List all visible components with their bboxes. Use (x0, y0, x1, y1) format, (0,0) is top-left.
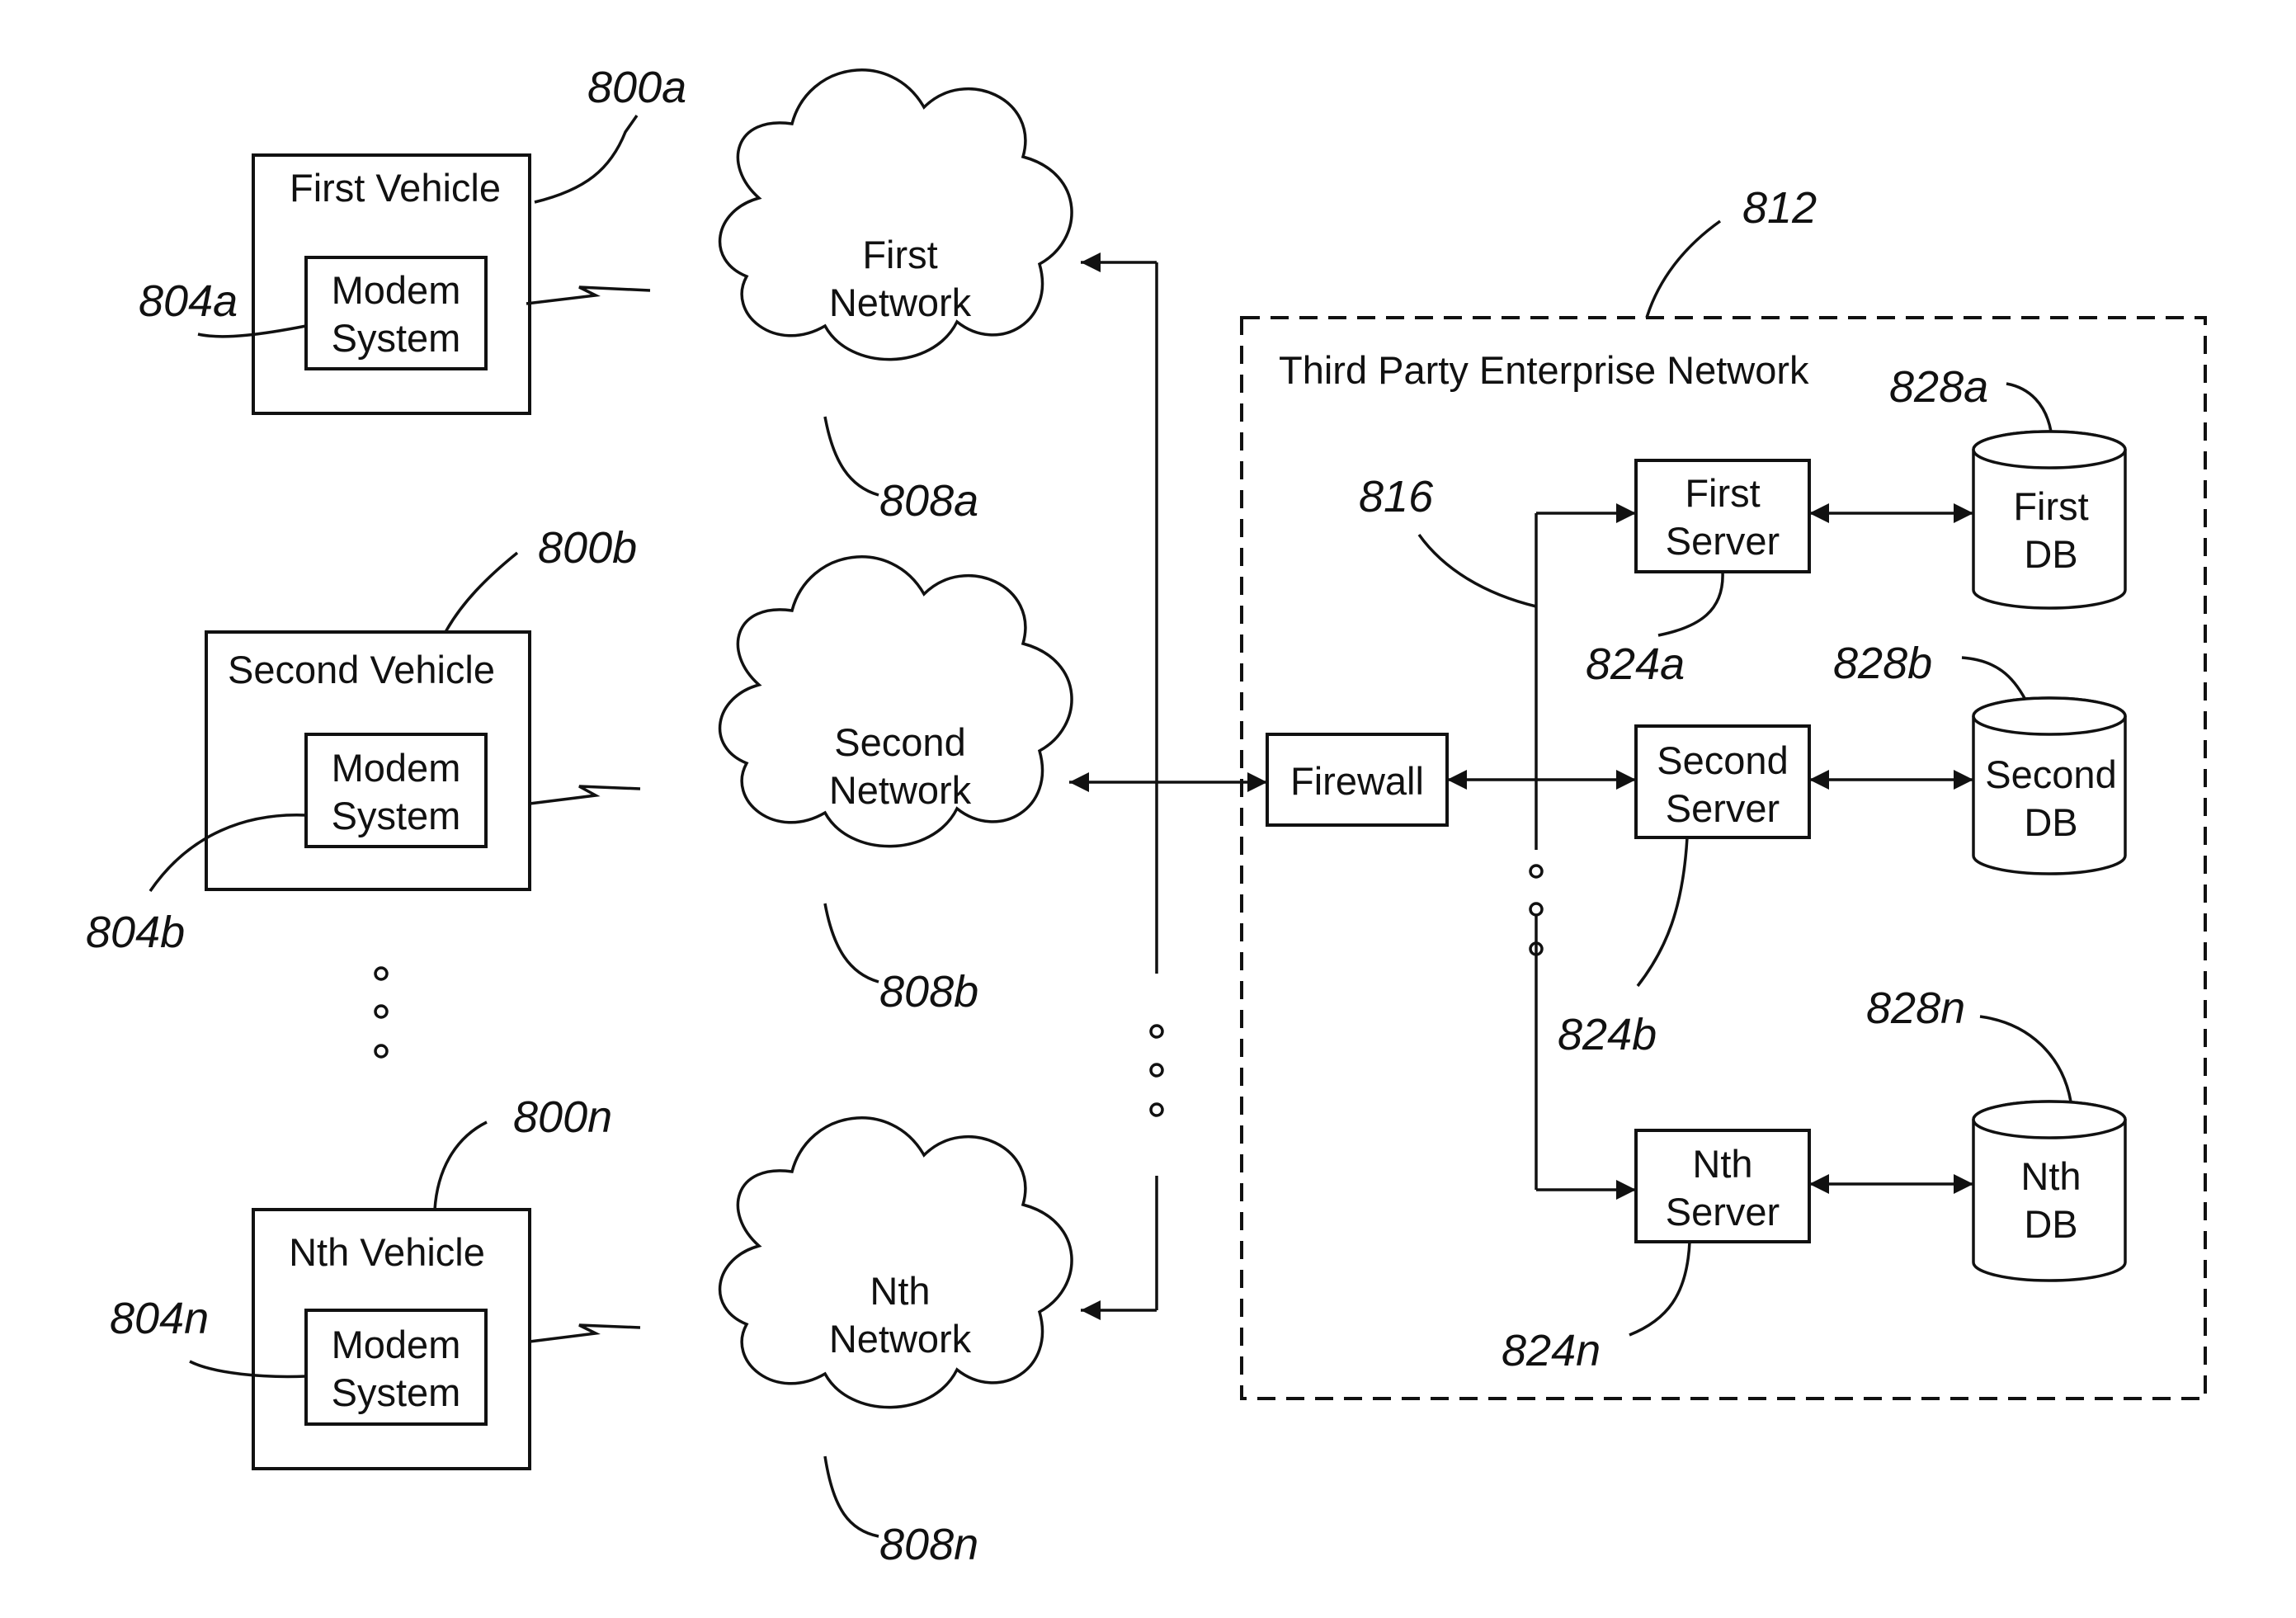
vehicle-second-label: Second Vehicle (228, 648, 495, 691)
server-first: First Server (1636, 460, 1809, 572)
ref-800a: 800a (587, 63, 686, 112)
ref-828n: 828n (1866, 984, 1965, 1033)
database-nth-line2: DB (2024, 1202, 2077, 1246)
modem-first-line2: System (332, 316, 461, 360)
network-nth-line2: Network (829, 1317, 972, 1361)
network-nth-line1: Nth (870, 1269, 930, 1313)
ref-828b: 828b (1833, 639, 1932, 688)
database-nth-line1: Nth (2020, 1154, 2081, 1198)
leader-824n (1629, 1242, 1690, 1335)
ref-824b: 824b (1558, 1010, 1657, 1059)
wireless-link-second (530, 786, 640, 804)
vehicle-second: Second Vehicle Modem System (206, 632, 640, 889)
ref-808a: 808a (879, 476, 978, 526)
network-second-line1: Second (834, 720, 965, 764)
database-first-line1: First (2013, 484, 2088, 528)
server-second-line2: Server (1666, 786, 1780, 830)
vehicle-nth-label: Nth Vehicle (289, 1230, 485, 1274)
leader-816 (1419, 535, 1536, 606)
network-second: Second Network (720, 557, 1072, 847)
ref-808b: 808b (879, 967, 978, 1017)
ref-816: 816 (1359, 472, 1434, 521)
server-nth-line2: Server (1666, 1190, 1780, 1234)
wireless-link-first (526, 287, 650, 304)
leader-800b (446, 553, 517, 632)
ref-800b: 800b (538, 523, 637, 573)
database-second-line2: DB (2024, 800, 2077, 844)
network-first-line1: First (862, 233, 937, 276)
leader-808a (825, 417, 879, 495)
leader-828a (2006, 384, 2051, 432)
database-second: Second DB (1973, 698, 2125, 874)
database-nth: Nth DB (1973, 1101, 2125, 1281)
vehicle-first-label: First Vehicle (290, 166, 501, 210)
server-first-line1: First (1685, 471, 1760, 515)
ref-800n: 800n (513, 1092, 612, 1142)
firewall-label: Firewall (1290, 759, 1424, 803)
ref-828a: 828a (1889, 362, 1988, 412)
modem-first-line1: Modem (332, 268, 461, 312)
leader-812 (1647, 221, 1720, 318)
leader-808n (825, 1456, 879, 1536)
modem-nth-line1: Modem (332, 1323, 461, 1366)
ref-824a: 824a (1586, 639, 1685, 689)
leader-824a (1658, 572, 1723, 635)
network-first: First Network (720, 70, 1072, 360)
leader-828b (1962, 658, 2025, 700)
modem-second-line2: System (332, 794, 461, 837)
leader-808b (825, 903, 879, 982)
enterprise-label: Third Party Enterprise Network (1279, 348, 1809, 392)
database-first: First DB (1973, 432, 2125, 608)
vehicle-first: First Vehicle Modem System (253, 155, 650, 413)
modem-second-line1: Modem (332, 746, 461, 790)
network-nth: Nth Network (720, 1118, 1072, 1408)
server-nth-line1: Nth (1692, 1142, 1752, 1186)
server-nth: Nth Server (1636, 1130, 1809, 1242)
database-first-line2: DB (2024, 532, 2077, 576)
wireless-link-nth (530, 1325, 640, 1342)
leader-800a (535, 116, 637, 202)
vehicle-ellipsis (375, 968, 387, 1057)
network-first-line2: Network (829, 281, 972, 324)
ref-808n: 808n (879, 1520, 978, 1569)
network-second-line2: Network (829, 768, 972, 812)
vehicle-nth: Nth Vehicle Modem System (253, 1210, 640, 1469)
cloud-nth-network (720, 1118, 1072, 1408)
ref-824n: 824n (1502, 1326, 1601, 1375)
firewall: Firewall (1267, 734, 1447, 825)
ref-812: 812 (1742, 183, 1817, 233)
ref-804b: 804b (86, 908, 185, 957)
leader-800n (435, 1122, 487, 1210)
modem-nth-line2: System (332, 1370, 461, 1414)
database-second-line1: Second (1985, 752, 2116, 796)
leader-828n (1980, 1017, 2071, 1101)
server-first-line2: Server (1666, 519, 1780, 563)
leader-824b (1638, 837, 1687, 986)
server-bus (1447, 513, 1636, 1190)
server-second: Second Server (1636, 726, 1809, 837)
ref-804a: 804a (139, 276, 238, 326)
server-second-line1: Second (1657, 738, 1788, 782)
ref-804n: 804n (110, 1294, 209, 1343)
network-bus (1069, 262, 1267, 1310)
